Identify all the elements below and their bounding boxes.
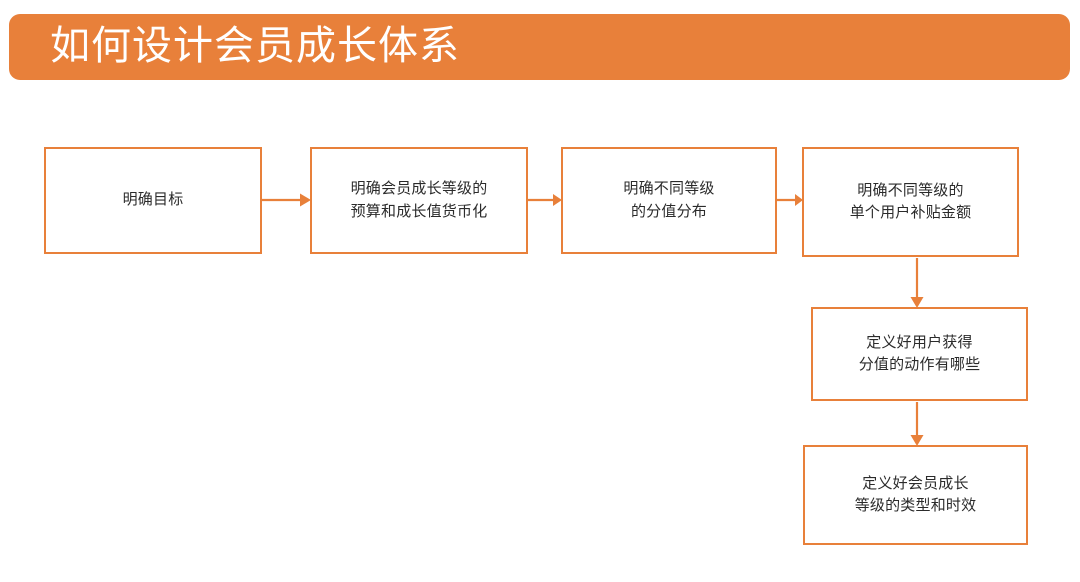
flow-node-label: 明确目标: [122, 191, 184, 209]
flow-node-level-type-and-validity[interactable]: 定义好会员成长 等级的类型和时效: [803, 445, 1028, 545]
arrow-down-icon: [903, 402, 931, 446]
flow-node-per-user-subsidy[interactable]: 明确不同等级的 单个用户补贴金额: [802, 147, 1019, 257]
flow-node-label: 定义好会员成长 等级的类型和时效: [854, 474, 977, 515]
flow-node-score-distribution[interactable]: 明确不同等级 的分值分布: [561, 147, 777, 254]
flow-node-clarify-goal[interactable]: 明确目标: [44, 147, 262, 254]
arrow-right-icon: [262, 186, 311, 214]
arrow-right-icon: [777, 186, 803, 214]
page-title: 如何设计会员成长体系: [50, 24, 460, 69]
flow-node-score-earning-actions[interactable]: 定义好用户获得 分值的动作有哪些: [811, 307, 1028, 401]
arrow-right-icon: [528, 186, 562, 214]
flow-node-label: 明确不同等级的 单个用户补贴金额: [849, 181, 972, 222]
arrow-down-icon: [903, 258, 931, 308]
flow-node-label: 定义好用户获得 分值的动作有哪些: [858, 333, 981, 374]
title-banner: 如何设计会员成长体系: [9, 14, 1070, 80]
flow-node-label: 明确会员成长等级的 预算和成长值货币化: [350, 180, 488, 220]
flow-node-label: 明确不同等级 的分值分布: [623, 180, 715, 220]
flow-node-budget-and-growth-value[interactable]: 明确会员成长等级的 预算和成长值货币化: [310, 147, 528, 254]
